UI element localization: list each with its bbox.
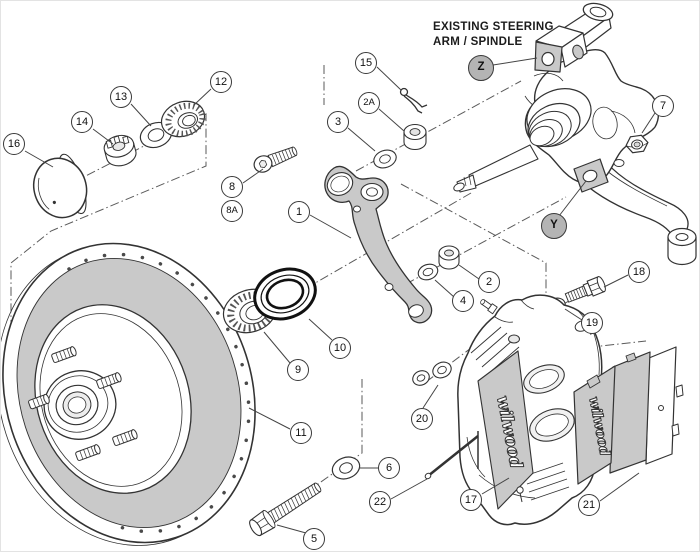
flathead-mount-bolt: [253, 146, 298, 173]
rotor-drill-holes: [67, 252, 251, 534]
dust-cap: [32, 153, 88, 219]
inlet-washers: [412, 361, 452, 386]
callout-label: 13: [114, 90, 128, 103]
callout-balloon-3: 3: [327, 111, 349, 133]
castle-nut: [103, 134, 137, 167]
callout-balloon-21: 21: [578, 494, 600, 516]
callout-label: 9: [294, 363, 302, 376]
callout-balloon-6: 6: [378, 457, 400, 479]
callout-label: 7: [659, 99, 667, 112]
callout-balloon-15: 15: [355, 52, 377, 74]
existing-steering-note: EXISTING STEERING ARM / SPINDLE: [433, 20, 554, 50]
callout-label: 21: [582, 498, 596, 511]
callout-label: 4: [459, 294, 467, 307]
callout-balloon-16: 16: [3, 133, 25, 155]
callout-balloon-17: 17: [460, 489, 482, 511]
callout-balloon-20: 20: [411, 408, 433, 430]
callout-balloon-14: 14: [71, 111, 93, 133]
callout-label: 12: [214, 75, 228, 88]
wheel-studs: [28, 346, 138, 461]
callout-label: 22: [373, 495, 387, 508]
cotter-pin: [399, 87, 428, 114]
callout-label: 2A: [363, 97, 375, 109]
leader-lines: [24, 57, 656, 534]
caliper-face-panel: [477, 350, 534, 510]
callout-balloon-y: Y: [541, 213, 567, 239]
callout-label: 6: [385, 461, 393, 474]
spindle-arm-nut: [625, 134, 649, 154]
washer-4: [417, 263, 439, 281]
bleed-screw: [480, 299, 498, 315]
callout-balloon-13: 13: [110, 86, 132, 108]
brake-rotor: [1, 242, 256, 546]
callout-balloon-12: 12: [210, 71, 232, 93]
callout-balloon-9: 9: [287, 359, 309, 381]
callout-label: 10: [333, 341, 347, 354]
callout-balloon-10: 10: [329, 337, 351, 359]
callout-label: 18: [632, 265, 646, 278]
callout-label: 2: [485, 275, 493, 288]
callout-label: 5: [310, 532, 318, 545]
callout-label: 1: [295, 205, 303, 218]
callout-label: 17: [464, 493, 478, 506]
callout-balloon-4: 4: [452, 290, 474, 312]
callout-label: 19: [585, 316, 599, 329]
callout-balloon-11: 11: [290, 422, 312, 444]
spindle-knuckle: [453, 2, 697, 266]
callout-balloon-5: 5: [303, 528, 325, 550]
knuckle-body: [524, 49, 660, 185]
callout-balloon-22: 22: [369, 491, 391, 513]
note-line-2: ARM / SPINDLE: [433, 35, 523, 48]
brake-pads: wilwood: [573, 346, 684, 485]
pad-retainer-pin: [424, 431, 479, 480]
callout-label: Y: [550, 219, 558, 232]
callout-label: 20: [415, 412, 429, 425]
callout-label: 16: [7, 137, 21, 150]
caliper-bolt: [564, 276, 606, 303]
callout-balloon-2: 2: [478, 271, 500, 293]
callout-balloon-18: 18: [628, 261, 650, 283]
callout-label: Z: [477, 61, 485, 74]
hub: [43, 370, 117, 440]
spacer-2: [438, 245, 460, 270]
callout-balloon-7: 7: [652, 95, 674, 117]
callout-label: 8: [228, 180, 236, 193]
outer-bearing: [160, 100, 206, 138]
brake-caliper: wilwood: [457, 294, 603, 526]
callout-balloon-2a: 2A: [358, 92, 380, 114]
grease-seal: [253, 267, 317, 321]
callout-label: 8A: [226, 205, 238, 217]
spindle-boss-y: [573, 158, 609, 193]
washer-3: [373, 149, 397, 169]
spindle-shaft: [453, 88, 592, 193]
caliper-mount-bracket: [324, 165, 433, 324]
spacer-2a: [403, 123, 427, 150]
callout-balloon-1: 1: [288, 201, 310, 223]
callout-balloon-z: Z: [468, 55, 494, 81]
callout-label: 3: [334, 115, 342, 128]
washer-6: [331, 456, 361, 480]
hex-bolt-5: [249, 482, 322, 537]
steering-arm-boss-z: [534, 25, 588, 73]
callout-label: 15: [359, 56, 373, 69]
callout-label: 14: [75, 115, 89, 128]
callout-label: 11: [295, 426, 307, 439]
note-line-1: EXISTING STEERING: [433, 21, 554, 33]
callout-balloon-19: 19: [581, 312, 603, 334]
callout-balloon-8: 8: [221, 176, 243, 198]
callout-balloon-8a: 8A: [221, 200, 243, 222]
